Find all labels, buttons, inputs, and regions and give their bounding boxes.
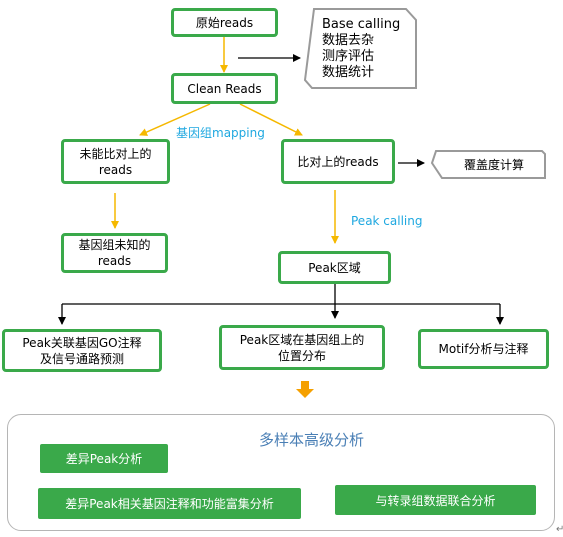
node-peak-region: Peak区域 (278, 251, 391, 284)
node-unmapped-line-1: 未能比对上的 (79, 146, 152, 161)
qc-box: Base calling 数据去杂 测序评估 数据统计 (322, 17, 412, 81)
node-go-line-1: Peak关联基因GO注释 (22, 335, 142, 350)
node-mapped-label: 比对上的reads (297, 154, 379, 169)
arrow-clean-to-mapped (239, 103, 303, 136)
node-clean-reads-label: Clean Reads (187, 81, 262, 96)
qc-line-1: Base calling (322, 17, 401, 32)
arrow-clean-to-unmapped (139, 103, 211, 136)
multi-sample-title: 多样本高级分析 (259, 431, 365, 449)
edge-label-mapping: 基因组mapping (176, 126, 265, 140)
node-go-line-2: 及信号通路预测 (39, 351, 124, 366)
node-peak-location: Peak区域在基因组上的 位置分布 (219, 325, 385, 370)
node-location-line-2: 位置分布 (277, 348, 326, 363)
return-mark-icon: ↵ (556, 524, 563, 535)
node-unmapped-reads: 未能比对上的 reads (61, 139, 170, 184)
node-unmapped-line-2: reads (98, 162, 133, 177)
node-motif: Motif分析与注释 (418, 329, 549, 369)
qc-line-3: 测序评估 (322, 49, 375, 64)
node-clean-reads: Clean Reads (171, 73, 278, 104)
coverage-label: 覆盖度计算 (463, 158, 524, 172)
node-unknown-reads: 基因组未知的 reads (61, 233, 168, 273)
transcriptome-label: 与转录组数据联合分析 (375, 493, 496, 508)
qc-line-2: 数据去杂 (322, 33, 375, 48)
qc-line-4: 数据统计 (322, 65, 375, 80)
diff-gene-label: 差异Peak相关基因注释和功能富集分析 (65, 497, 274, 511)
node-unknown-line-1: 基因组未知的 (78, 238, 151, 252)
node-mapped-reads: 比对上的reads (281, 139, 395, 184)
node-unknown-line-2: reads (97, 254, 132, 268)
node-peak-region-label: Peak区域 (308, 260, 361, 275)
node-motif-label: Motif分析与注释 (438, 342, 529, 356)
coverage-box-shape (430, 150, 546, 179)
diff-gene-box: 差异Peak相关基因注释和功能富集分析 (38, 488, 301, 519)
node-raw-reads-label: 原始reads (195, 15, 254, 30)
diff-peak-box: 差异Peak分析 (40, 444, 168, 473)
node-location-line-1: Peak区域在基因组上的 (239, 332, 365, 347)
node-raw-reads: 原始reads (171, 8, 278, 37)
transcriptome-box: 与转录组数据联合分析 (335, 485, 536, 515)
diff-peak-label: 差异Peak分析 (65, 452, 143, 466)
node-go-annotation: Peak关联基因GO注释 及信号通路预测 (2, 329, 162, 372)
edge-label-peak-calling: Peak calling (351, 214, 423, 228)
down-arrow-icon (296, 381, 314, 398)
qc-box-shape (303, 8, 417, 89)
coverage-box: 覆盖度计算 (446, 156, 542, 174)
